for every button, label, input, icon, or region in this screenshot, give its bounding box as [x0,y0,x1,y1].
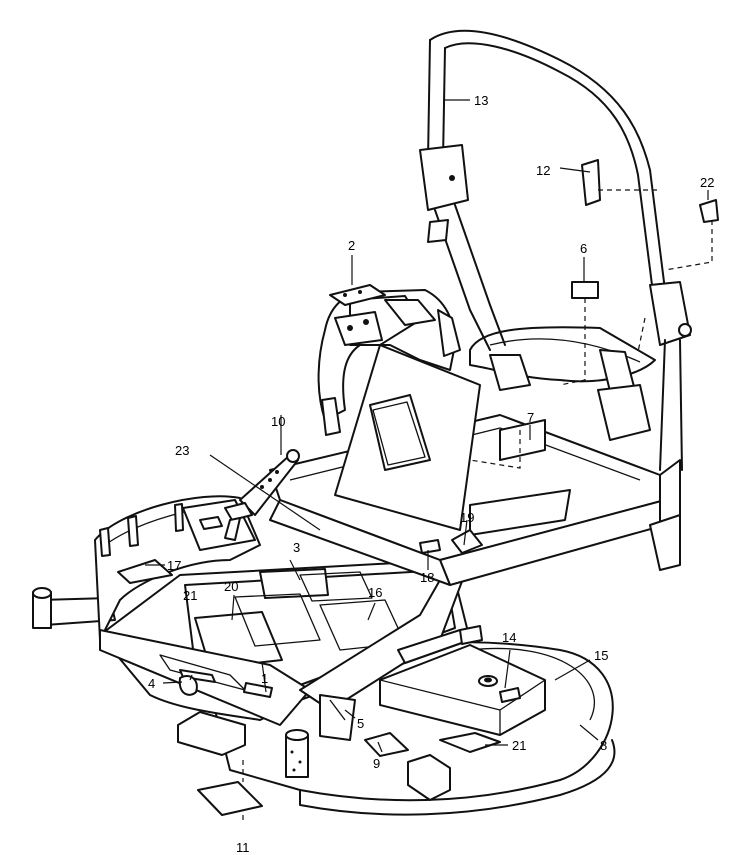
callout-12: 12 [536,163,550,178]
seat-support [469,326,656,441]
callout-6: 6 [580,241,587,256]
decal-4 [178,674,198,696]
decal-12 [581,159,601,206]
callout-17: 17 [167,558,181,573]
decal-3 [259,568,329,599]
callout-7: 7 [527,410,534,425]
callout-1: 1 [261,671,268,686]
caster-mount [285,734,309,778]
decal-9 [364,732,409,757]
decal-6 [571,281,599,299]
front-frame-arm [32,587,309,778]
callout-21-left: 21 [183,588,197,603]
callout-11: 11 [236,840,250,855]
callout-18: 18 [420,570,434,585]
callout-21-deck: 21 [512,738,526,753]
decal-17 [117,559,173,584]
callout-22: 22 [700,175,714,190]
decal-21-left [179,669,216,683]
callout-9: 9 [373,756,380,771]
seat-pan [334,344,481,531]
floor-pan [99,544,483,741]
callout-19: 19 [460,510,474,525]
rear-platform [269,414,681,586]
callout-3: 3 [293,540,300,555]
decal-18 [419,539,441,554]
rops-rollbar [419,29,692,471]
decal-19 [451,529,483,554]
console-plate [334,311,383,346]
callout-10: 10 [271,414,285,429]
control-tower [224,289,461,541]
callout-15: 15 [594,648,608,663]
decal-2 [329,284,386,306]
callout-14: 14 [502,630,516,645]
callout-16: 16 [368,585,382,600]
callout-2: 2 [348,238,355,253]
decal-7 [499,419,546,461]
decal-11 [197,781,263,816]
callout-4: 4 [148,676,155,691]
callout-8: 8 [600,738,607,753]
callout-13: 13 [474,93,488,108]
callout-20: 20 [224,579,238,594]
callout-23: 23 [175,443,189,458]
decal-1 [243,682,273,698]
decal-14 [499,687,521,703]
decal-21-deck [439,732,501,753]
callout-5: 5 [357,716,364,731]
decal-22 [699,199,719,223]
decal-13 [427,219,449,243]
